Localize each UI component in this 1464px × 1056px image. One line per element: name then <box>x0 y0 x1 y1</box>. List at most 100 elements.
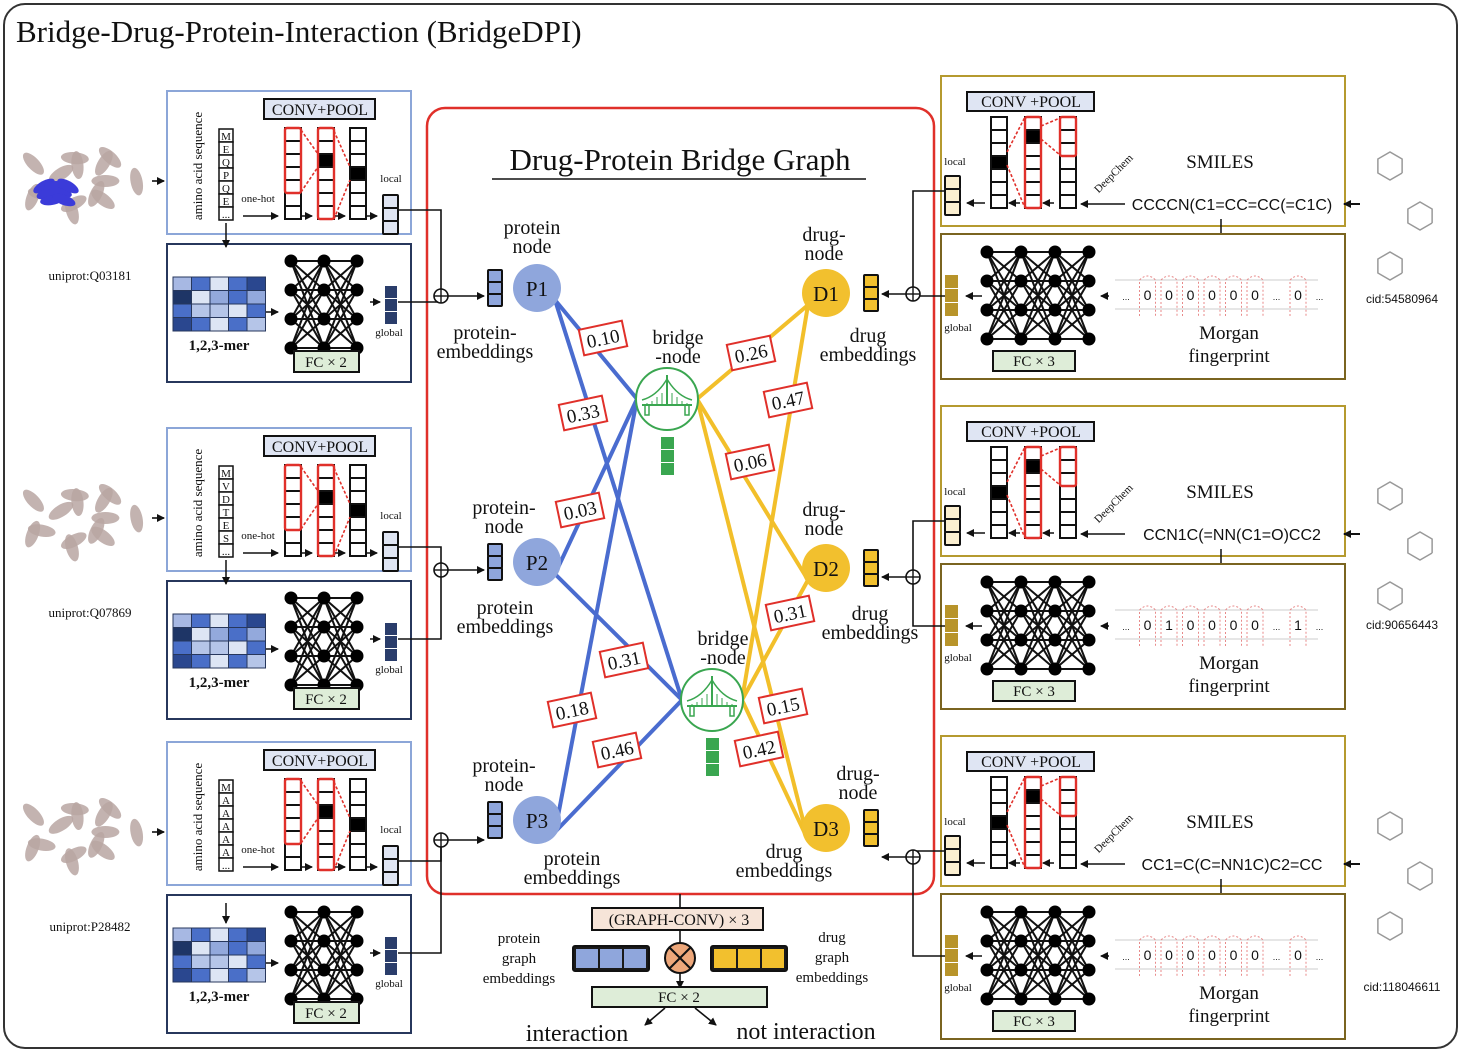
mlp-edge <box>986 940 1022 1000</box>
column-cell <box>349 804 367 819</box>
mlp-neuron <box>350 254 364 268</box>
column-cell <box>990 789 1008 804</box>
column-cell <box>284 516 302 531</box>
weight-box <box>557 394 609 432</box>
helix <box>130 818 144 847</box>
mlp-edge <box>290 597 325 686</box>
vector-cell <box>944 505 961 520</box>
column-cell <box>990 485 1008 500</box>
drug-graph-embeddings-label: drug <box>818 930 846 946</box>
column-cell <box>1059 116 1077 131</box>
conv-column <box>1023 445 1043 540</box>
column-cell <box>1024 155 1042 170</box>
vector-cell <box>382 557 399 572</box>
mlp-neuron <box>1082 575 1096 589</box>
column-cell <box>284 140 302 155</box>
vector-cell <box>382 845 399 860</box>
fc-network-icon <box>284 591 364 692</box>
vector-cell <box>487 269 503 283</box>
vector-cell <box>863 821 879 835</box>
edge-weight-label: 0.06 <box>724 443 776 481</box>
mlp-neuron <box>350 963 364 977</box>
smiles-string: CCCCN(C1=CC=CC(=C1C) <box>1132 197 1332 214</box>
global-feature-cell <box>385 299 397 311</box>
column-cell <box>990 815 1008 830</box>
protein-id-label: uniprot:Q03181 <box>48 268 131 283</box>
edge-weight-label: 0.10 <box>577 319 629 357</box>
mlp-edge <box>323 911 358 942</box>
graph-title: Drug-Protein Bridge Graph <box>510 142 851 177</box>
heatmap-cell <box>209 276 229 291</box>
conv-column <box>1023 775 1043 870</box>
fp-bit: 0 <box>1165 947 1173 963</box>
conv-pool-label: CONV+POOL <box>272 102 368 119</box>
fp-bit-outline <box>1182 935 1199 976</box>
column-cell <box>349 503 367 518</box>
fp-bit: ... <box>1273 952 1281 962</box>
sequence-residue: M <box>221 468 231 480</box>
concat-icon <box>905 286 921 302</box>
column-cell <box>1024 498 1042 513</box>
heatmap-cell <box>246 954 266 969</box>
mlp-neuron <box>1048 662 1062 676</box>
local-feature-vector <box>944 835 961 876</box>
mlp-edge <box>290 260 325 349</box>
column-cell <box>349 542 367 557</box>
vector-cell <box>714 949 736 968</box>
drug-embedding-vector <box>863 809 879 847</box>
heatmap-cell <box>209 290 229 305</box>
mlp-neuron <box>1082 963 1096 977</box>
sequence-residue: A <box>222 795 230 807</box>
fp-bit-outline <box>1246 935 1264 976</box>
drug-embedding-label: drug <box>766 841 803 863</box>
global-feature-cell <box>945 619 958 632</box>
mlp-neuron <box>284 591 298 605</box>
mlp-neuron <box>1014 992 1028 1006</box>
column-cell <box>990 498 1008 513</box>
mlp-edge <box>1054 911 1090 942</box>
mlp-edge <box>1054 251 1090 340</box>
mlp-edge <box>1054 581 1090 670</box>
amino-acid-sequence: MEQPQE... <box>218 128 234 221</box>
concat-icon <box>905 569 921 585</box>
drug-embedding-vector <box>863 274 879 312</box>
molecule-ring <box>1407 531 1433 561</box>
mlp-edge <box>323 626 358 686</box>
fingerprint-label: fingerprint <box>1188 676 1270 697</box>
output-fc-label: FC × 2 <box>658 990 700 1006</box>
sequence-residue: A <box>222 808 230 820</box>
drug-embedding-label: drug <box>852 603 889 625</box>
drug-node-id: D3 <box>813 817 839 841</box>
fc-label: FC × 3 <box>1013 1014 1055 1030</box>
fp-bit: 0 <box>1187 287 1195 303</box>
mlp-neuron <box>1014 905 1028 919</box>
protein-structure-image <box>22 146 144 225</box>
conv-column <box>316 463 336 558</box>
column-cell <box>990 142 1008 157</box>
vector-cell <box>944 201 961 216</box>
morgan-label: Morgan <box>1199 323 1259 344</box>
drug-embedding-label: drug <box>850 325 887 347</box>
graph-edge-D1-B2 <box>740 304 810 701</box>
mlp-neuron <box>1048 934 1062 948</box>
sequence-residue: ... <box>222 860 231 872</box>
vector-cell <box>600 949 622 968</box>
mlp-edge <box>1054 309 1090 340</box>
column-cell <box>1059 802 1077 817</box>
column-cell <box>1024 194 1042 209</box>
mlp-edge <box>986 251 1022 282</box>
mlp-neuron <box>1014 963 1028 977</box>
mlp-edge <box>1054 940 1090 1000</box>
mlp-edge <box>986 911 1022 942</box>
heatmap-cell <box>228 290 248 305</box>
sequence-residue: E <box>223 196 230 208</box>
column-cell <box>317 856 335 871</box>
fc-network-icon <box>980 245 1096 346</box>
column-cell <box>1024 524 1042 539</box>
bridge-embedding-cell <box>661 437 674 449</box>
column-cell <box>990 802 1008 817</box>
column-cell <box>1059 181 1077 196</box>
concat-icon <box>433 562 449 578</box>
fp-bit: ... <box>1316 952 1324 962</box>
